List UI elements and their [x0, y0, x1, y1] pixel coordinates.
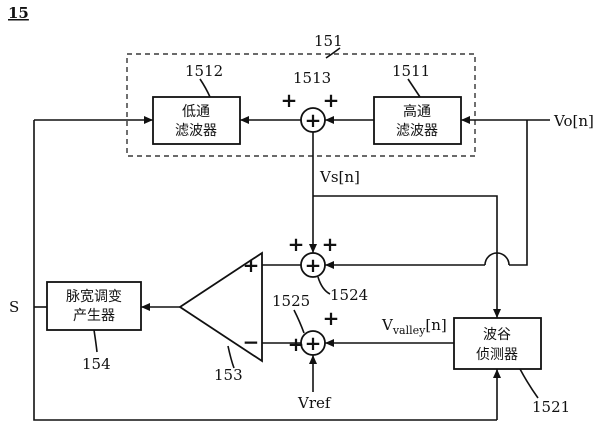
comparator-leader	[227, 345, 235, 369]
lowpass-filter-line1: 低通	[182, 104, 210, 120]
summer-1524-plus-symbol: +	[305, 253, 322, 277]
filter-group-boundary	[126, 53, 476, 157]
summer-1525-sign-right: +	[323, 306, 340, 330]
vo-wire-jump	[484, 252, 510, 266]
vref-signal-label: Vref	[297, 394, 332, 412]
pwm-generator-leader	[93, 329, 98, 353]
summer-1513-id: 1513	[293, 69, 331, 87]
valley-detector-id: 1521	[532, 398, 570, 416]
vvalley-signal-label: Vvalley[n]	[381, 316, 447, 337]
highpass-filter-line2: 滤波器	[396, 123, 438, 139]
vs-to-valley-wire	[313, 195, 501, 318]
summer-1525-leader	[293, 309, 305, 334]
lowpass-filter-leader	[199, 78, 211, 98]
lowpass-filter-line2: 滤波器	[175, 123, 217, 139]
filter-group-id: 151	[314, 32, 343, 50]
highpass-filter-line1: 高通	[403, 103, 431, 120]
s-signal-label: S	[9, 298, 19, 316]
valley-detector-line2: 侦测器	[476, 347, 518, 363]
summer-1524-sign-right: +	[322, 232, 339, 256]
comparator-153	[178, 251, 263, 363]
vs-signal-label: Vs[n]	[319, 168, 360, 186]
summer-1513-plus-symbol: +	[305, 108, 322, 132]
vo-down-wire	[509, 120, 528, 266]
pwm-generator-block	[46, 281, 142, 331]
figure-label: 15	[8, 4, 29, 22]
vo-signal-label: Vo[n]	[553, 112, 594, 130]
highpass-filter-leader	[407, 78, 421, 98]
filter-group-leader	[325, 47, 341, 59]
valley-detector-line1: 波谷	[483, 327, 511, 343]
comparator-plus-input: +	[243, 253, 260, 277]
summer-1513-sign-left: +	[281, 88, 298, 112]
summer-1525-plus-symbol: +	[305, 331, 322, 355]
lowpass-filter-id: 1512	[185, 62, 223, 80]
summer-1525-id: 1525	[272, 292, 310, 310]
valley-detector-block	[453, 317, 542, 370]
s-feedback-loop-wire	[33, 120, 497, 421]
comparator-minus-input: −	[243, 330, 260, 354]
valley-detector-leader	[519, 368, 539, 399]
comparator-id: 153	[214, 366, 243, 384]
pwm-generator-line2: 产生器	[73, 308, 115, 324]
pwm-generator-id: 154	[82, 355, 111, 373]
summer-1524-leader	[317, 276, 331, 295]
summer-1513-sign-right: +	[323, 88, 340, 112]
summer-1524-sign-left: +	[288, 232, 305, 256]
pwm-generator-line1: 脉宽调变	[66, 288, 122, 305]
summer-1525-sign-left: +	[288, 332, 305, 356]
highpass-filter-id: 1511	[392, 62, 430, 80]
summer-1524-id: 1524	[330, 286, 368, 304]
